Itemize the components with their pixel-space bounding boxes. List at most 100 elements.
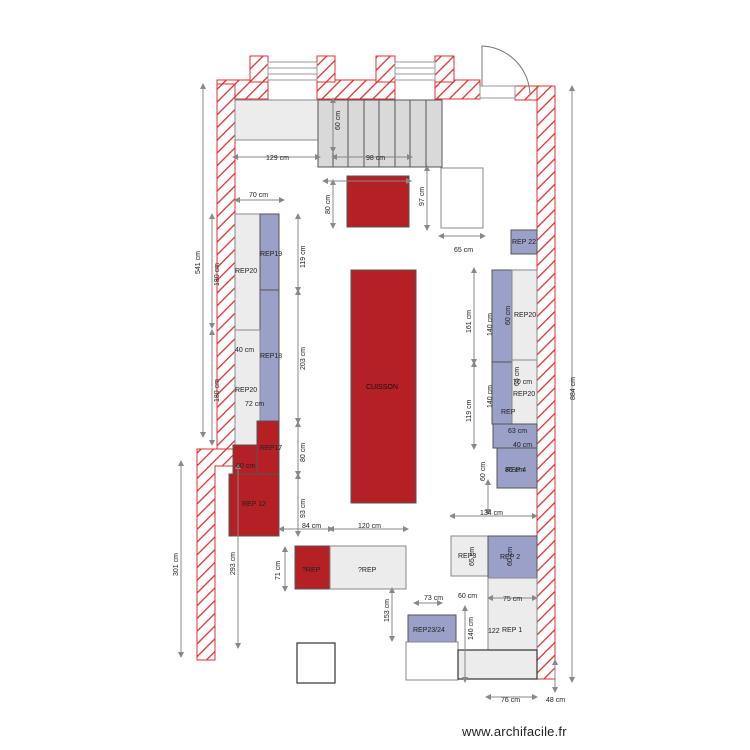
dimension-labels: 129 cm 98 cm 60 cm 70 cm 80 cm 97 cm 65 … [173,111,577,704]
left-units [228,213,280,537]
dim-180-b: 180 cm [214,379,221,402]
wall-top-chimney-mid-a [316,55,336,83]
label-rep-small: ?REP [302,567,321,574]
wall-top-right-a [434,79,481,100]
label-rep23-24: REP23/24 [413,627,445,634]
dim-48: 48 cm [546,697,565,704]
dim-80-r: 80 cm [505,467,524,474]
label-rep17: REP17 [260,445,282,452]
dim-180-a: 180 cm [214,263,221,286]
unit-rep22 [510,229,538,255]
watermark: www.archifacile.fr [462,724,567,739]
dim-541: 541 cm [195,251,202,274]
unit-bottom-outline [405,641,459,681]
dim-153: 153 cm [384,599,391,622]
label-rep-r3: REP [501,409,516,416]
unit-rep20-top [234,213,261,331]
wall-top-chimney-right [434,55,455,83]
label-rep12: REP 12 [242,501,266,508]
dim-84: 84 cm [302,523,321,530]
label-rep22: REP 22 [512,239,536,246]
dim-71: 71 cm [275,561,282,580]
unit-square-outline [296,642,336,684]
dim-140-b: 140 cm [487,385,494,408]
dim-60-b: 60 cm [458,593,477,600]
dim-70-r: 70 cm [513,379,532,386]
dim-65: 65 cm [454,247,473,254]
dim-73: 73 cm [424,595,443,602]
dim-884: 884 cm [570,377,577,400]
unit-top-red [346,175,410,228]
label-rep3: REP3 [458,553,476,560]
dim-301: 301 cm [173,553,180,576]
unit-rep20-r2 [511,359,538,425]
door-swing [481,45,531,96]
dim-129: 129 cm [266,155,289,162]
dim-65-rep3: 65 cm [469,547,476,566]
dim-70: 70 cm [249,192,268,199]
dim-134: 134 cm [480,510,503,517]
unit-rep1 [487,577,538,651]
label-rep18: REP18 [260,353,282,360]
unit-rep23-24 [407,614,457,643]
dim-122: 122 [488,628,500,635]
dim-98: 98 cm [366,155,385,162]
label-cuisson: CUISSON [366,384,398,391]
unit-cuisson [350,269,417,504]
label-rep1: REP 1 [502,627,522,634]
unit-rep2 [487,535,538,579]
dim-80-left: 80 cm [300,443,307,462]
walls [196,45,556,680]
window-right [394,61,436,81]
dim-40-a: 40 cm [235,347,254,354]
dim-76: 76 cm [501,697,520,704]
dim-80-top: 80 cm [325,195,332,214]
dim-93: 93 cm [300,499,307,518]
dim-75: 75 cm [503,596,522,603]
unit-bottom-right [457,649,538,680]
label-rep20-r2: REP20 [513,391,535,398]
dim-60-left: 60 cm [236,463,255,470]
wall-right [536,85,556,680]
dim-72: 72 cm [245,401,264,408]
dim-97: 97 cm [419,187,426,206]
centre-units [294,175,459,684]
wall-top-chimney-left [249,55,269,83]
label-rep-long: ?REP [358,567,377,574]
unit-rep4 [496,447,538,489]
dim-203: 203 cm [300,347,307,370]
dim-293: 293 cm [230,552,237,575]
label-rep4: REP 4 [506,467,526,474]
window-left [267,61,318,81]
dim-119-b: 119 cm [466,399,473,422]
dim-60-bot: 60 cm [480,462,487,481]
dim-60-rep2: 60 cm [507,547,514,566]
dim-63: 63 cm [508,428,527,435]
label-rep19: REP19 [260,251,282,258]
unit-small-red-bottom [294,545,331,590]
dimension-lines [178,83,575,700]
top-right-block [440,167,484,229]
unit-long-grey [329,545,407,590]
unit-rep20-mid [234,329,261,446]
wall-top-mid [316,79,396,100]
unit-rep20-r1 [511,269,538,361]
right-units [450,229,538,680]
dim-40-b: 40 cm [513,442,532,449]
dim-60-r: 60 cm [505,306,512,325]
dim-119-a: 119 cm [300,245,307,268]
label-rep20-top: REP20 [235,268,257,275]
dim-140-a: 140 cm [487,313,494,336]
dim-120: 120 cm [358,523,381,530]
unit-labels: REP19 REP20 REP18 REP20 REP17 REP 12 CUI… [235,239,536,634]
wall-top-chimney-mid-b [375,55,396,83]
dim-65-r: 65 cm [514,367,521,386]
top-bench [234,99,320,141]
dim-161: 161 cm [466,310,473,333]
dim-140-c: 140 cm [468,617,475,640]
dim-60-stairs: 60 cm [335,111,342,130]
label-rep20-r1: REP20 [514,312,536,319]
label-rep2: REP 2 [500,554,520,561]
label-rep20-mid: REP20 [235,387,257,394]
